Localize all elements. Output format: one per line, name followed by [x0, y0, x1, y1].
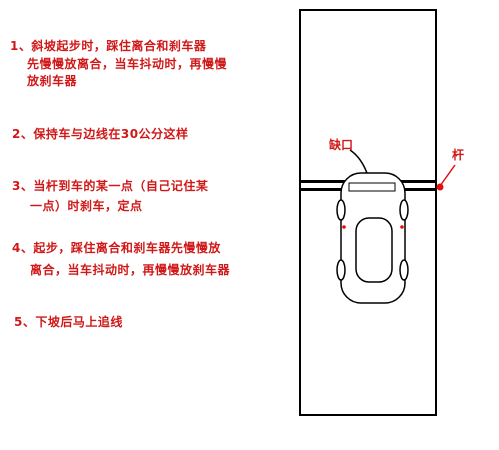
- gap-label: 缺口: [329, 138, 354, 152]
- reference-point-right: [400, 225, 404, 229]
- step-4-line-2: 离合，当车抖动时，再慢慢放刹车器: [30, 263, 231, 277]
- step-4-number: 4、: [12, 241, 34, 255]
- step-3-line-2: 一点）时刹车，定点: [30, 199, 143, 213]
- wheel-rear-left: [336, 259, 346, 281]
- pole-marker: [436, 183, 444, 191]
- car: [336, 172, 409, 304]
- gap-pointer-arrow: [349, 149, 369, 177]
- step-3-line-1: 3、当杆到车的某一点（自己记住某: [12, 178, 208, 194]
- road-boundary: [299, 9, 437, 416]
- step-5-text-1: 下坡后马上追线: [35, 315, 123, 329]
- step-4-text-1: 起步，踩住离合和刹车器先慢慢放: [33, 241, 221, 255]
- wheel-rear-right: [399, 259, 409, 281]
- step-3-number: 3、: [12, 179, 34, 193]
- pole-label: 杆: [452, 148, 465, 162]
- pole-pointer-line: [439, 164, 456, 187]
- step-1-number: 1、: [10, 39, 32, 53]
- step-4-line-1: 4、起步，踩住离合和刹车器先慢慢放: [12, 240, 221, 256]
- step-1-line-2: 先慢慢放离合，当车抖动时，再慢慢: [27, 57, 228, 71]
- wheel-front-left: [336, 199, 346, 221]
- step-3-text-1: 当杆到车的某一点（自己记住某: [33, 179, 209, 193]
- step-5-line-1: 5、下坡后马上追线: [14, 314, 123, 330]
- step-2-number: 2、: [12, 127, 34, 141]
- reference-point-left: [342, 225, 346, 229]
- step-1-line-3: 放刹车器: [27, 74, 78, 88]
- step-2-text-1: 保持车与边线在30公分这样: [33, 127, 189, 141]
- wheel-front-right: [399, 199, 409, 221]
- step-5-number: 5、: [14, 315, 36, 329]
- car-body: [340, 172, 406, 304]
- step-1-line-1: 1、斜坡起步时，踩住离合和刹车器: [10, 38, 206, 54]
- step-1-text-1: 斜坡起步时，踩住离合和刹车器: [31, 39, 207, 53]
- car-cabin: [355, 217, 393, 283]
- car-hood-line: [348, 182, 396, 192]
- step-list: 1、斜坡起步时，踩住离合和刹车器 先慢慢放离合，当车抖动时，再慢慢 放刹车器 2…: [10, 38, 231, 330]
- step-2-line-1: 2、保持车与边线在30公分这样: [12, 126, 189, 142]
